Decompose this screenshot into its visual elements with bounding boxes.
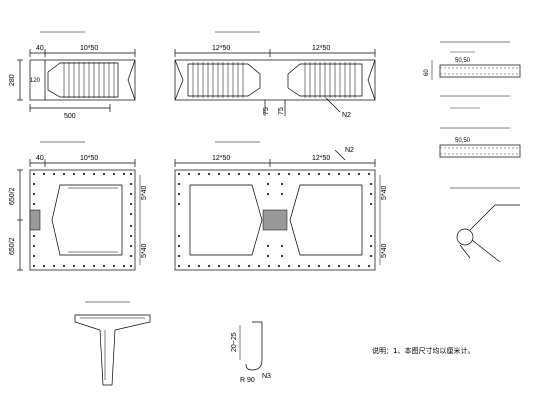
dim-280: 280: [9, 74, 16, 86]
slab-outline: [29, 59, 136, 101]
taper-outline: [47, 62, 119, 98]
dim-10x50-bottom: 10*50: [80, 155, 98, 162]
panel-bottom-middle-plan: [174, 141, 381, 271]
hook-circle: [456, 228, 474, 246]
dim-12x50-bottom-right: 12*50: [312, 155, 330, 162]
dim-5x40-c: 5*40: [381, 185, 388, 200]
dim-75-a: 75: [263, 107, 270, 115]
dim-r90: R 90: [240, 377, 255, 384]
dim-60: 60: [424, 69, 430, 76]
dim-650-2-upper: 650/2: [9, 187, 16, 205]
drawing-note: 说明：1、本图尺寸均以厘米计。: [372, 346, 474, 355]
dim-12x50-bottom-left: 12*50: [212, 155, 230, 162]
beam-section: [74, 314, 151, 386]
dim-5x40-d: 5*40: [381, 243, 388, 258]
panel-bottom-left-plan: [17, 141, 141, 271]
dim-40-bottom: 40: [36, 155, 44, 162]
dim-120: 120: [30, 78, 41, 84]
bent-bar: [245, 321, 263, 371]
dim-500: 500: [64, 113, 76, 120]
edge-dots: [33, 173, 132, 267]
detail-right-3: [450, 187, 520, 263]
dim-5x40-b: 5*40: [141, 243, 148, 258]
panel-cross-section: [74, 301, 151, 386]
panel-top-middle-plan: [174, 31, 376, 116]
panel-bent-bar: [239, 321, 263, 371]
dim-50-50-a: 50,50: [455, 58, 471, 64]
dim-650-2-lower: 650/2: [9, 237, 16, 255]
dim-20-25: 20~25: [231, 332, 238, 352]
label-n2-bottom: N2: [345, 147, 354, 154]
detail-right-1: [431, 41, 521, 80]
label-n3: N3: [262, 373, 271, 380]
dim-12x50-left: 12*50: [212, 45, 230, 52]
dim-50-50-b: 50,50: [455, 138, 471, 144]
dim-75-b: 75: [278, 107, 285, 115]
rebar-lines: [63, 62, 115, 98]
slab-outline-2: [174, 59, 376, 101]
dim-10x50-top: 10*50: [80, 45, 98, 52]
dim-40-top: 40: [36, 45, 44, 52]
dim-12x50-right: 12*50: [312, 45, 330, 52]
detail-right-2: [439, 95, 521, 158]
dim-5x40-a: 5*40: [141, 185, 148, 200]
label-n2-top: N2: [342, 112, 351, 119]
panel-top-left-plan: [17, 31, 136, 112]
dimension-labels: 40 10*50 280 120 500 12*50 12*50 75 75 N…: [9, 45, 474, 384]
